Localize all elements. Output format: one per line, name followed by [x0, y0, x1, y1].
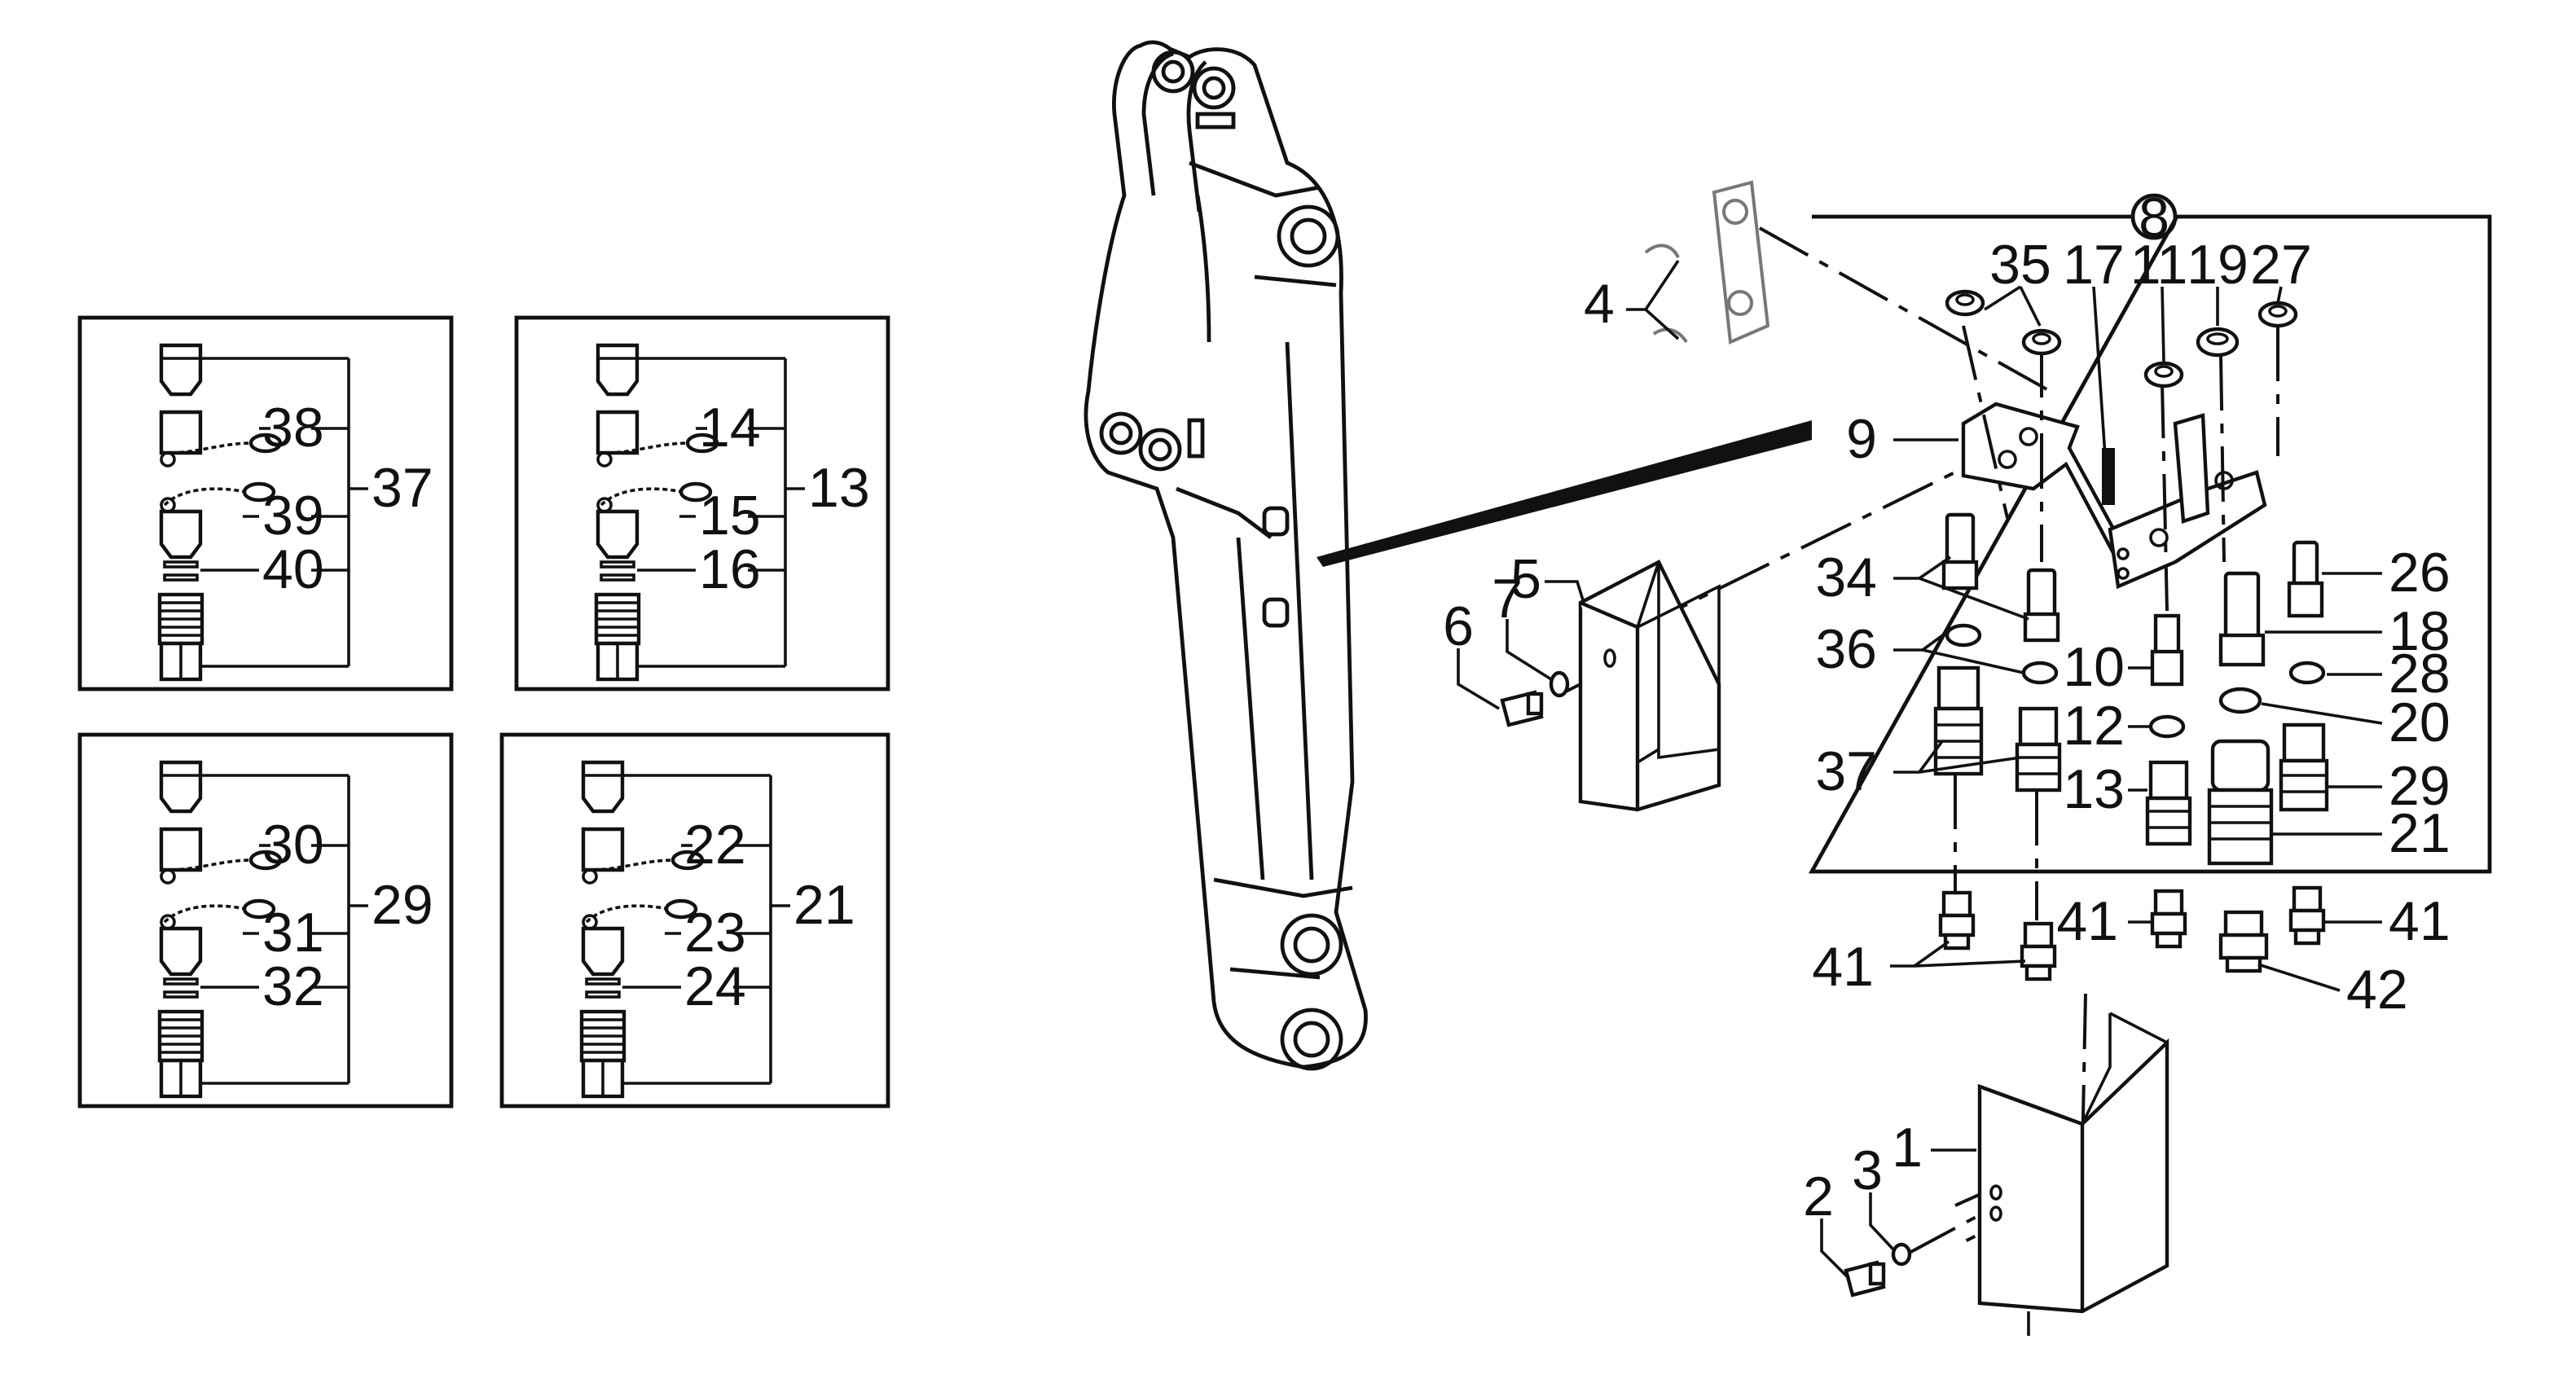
label-part-7: 7 — [1492, 568, 1523, 630]
label-part-28: 28 — [2389, 643, 2451, 705]
guard-1: 1 2 3 — [1803, 1012, 2169, 1336]
label-part-41-c: 41 — [2389, 890, 2451, 952]
label-part-34: 34 — [1815, 547, 1877, 608]
label-part-41-a: 41 — [1812, 936, 1874, 998]
label-part-18: 18 — [2389, 600, 2451, 662]
detail-box-8: 8 — [1808, 187, 2492, 920]
inset-frame — [77, 315, 454, 692]
excavator-arm — [1084, 40, 1812, 1071]
label-part-11: 11 — [2130, 234, 2188, 296]
parts-41-42: 41 41 41 42 — [1812, 885, 2451, 1021]
part-4-link-plate: 4 — [1584, 180, 1770, 345]
label-part-27: 27 — [2250, 234, 2312, 296]
label-group-13: 13 — [808, 457, 870, 519]
label-part-41-b: 41 — [2056, 890, 2118, 952]
label-group-37: 37 — [371, 457, 433, 519]
label-part-36: 36 — [1815, 618, 1877, 680]
inset-frame — [499, 732, 890, 1109]
label-part-26: 26 — [2389, 542, 2451, 604]
inset-frame — [77, 732, 454, 1109]
label-part-2: 2 — [1803, 1166, 1834, 1227]
inset-frame — [514, 315, 890, 692]
label-part-19: 19 — [2187, 234, 2249, 296]
label-part-1: 1 — [1892, 1117, 1923, 1179]
label-part-4: 4 — [1584, 273, 1615, 335]
label-part-6: 6 — [1443, 595, 1474, 657]
label-part-3: 3 — [1852, 1140, 1883, 1201]
label-part-35: 35 — [1989, 234, 2051, 296]
label-part-21: 21 — [2389, 802, 2451, 864]
label-part-9: 9 — [1846, 408, 1877, 470]
label-part-13: 13 — [2063, 758, 2125, 820]
label-part-17: 17 — [2063, 234, 2125, 296]
label-part-42: 42 — [2346, 959, 2408, 1021]
callout-8: 8 — [2139, 187, 2169, 248]
label-group-29: 29 — [371, 874, 433, 936]
label-part-37: 37 — [1815, 740, 1877, 802]
label-part-10: 10 — [2063, 636, 2125, 698]
label-part-12: 12 — [2063, 695, 2125, 757]
label-part-29: 29 — [2389, 755, 2451, 817]
guard-5: 5 6 7 — [1443, 548, 1721, 812]
label-part-20: 20 — [2389, 692, 2451, 753]
label-part-5: 5 — [1510, 548, 1541, 610]
label-group-21: 21 — [793, 874, 855, 936]
